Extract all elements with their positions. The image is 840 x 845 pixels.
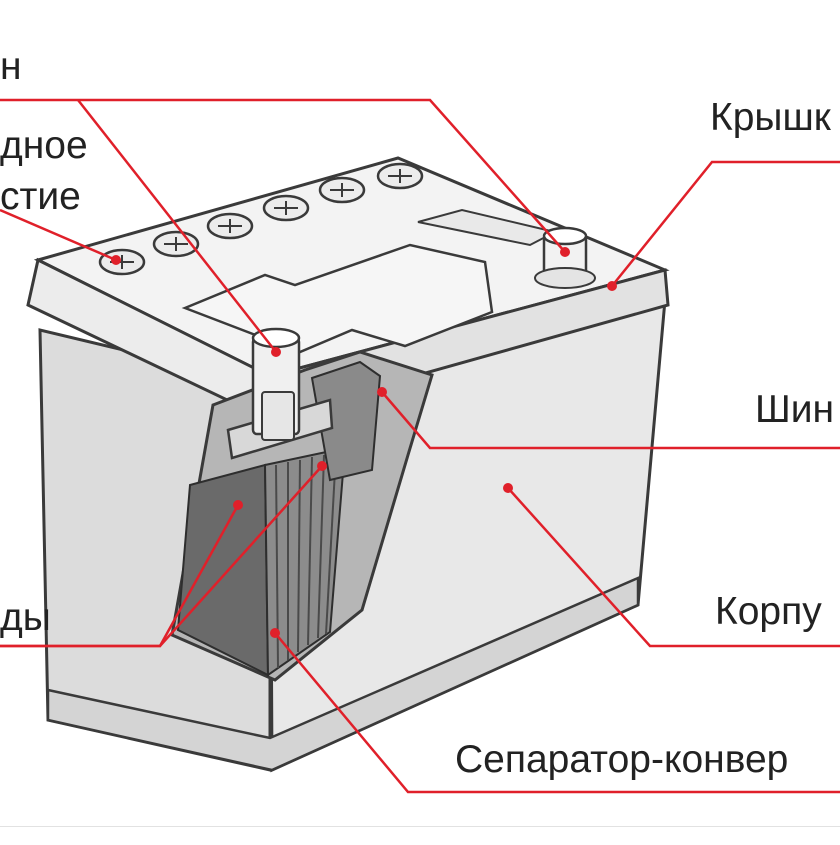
label-vent-line1: дное: [0, 124, 88, 167]
lid-center-cover: [181, 243, 494, 354]
label-bus: Шин: [755, 388, 835, 431]
leader-vent: [0, 208, 117, 262]
leader-lid: [611, 160, 840, 287]
battery-terminal-icon: [534, 226, 596, 289]
label-lid: Крышк: [710, 96, 831, 139]
leader-case: [507, 487, 840, 648]
leader-dots: [111, 247, 617, 638]
leader-bus: [381, 391, 840, 450]
leader-terminal: [0, 98, 566, 253]
leader-lines: [0, 98, 840, 794]
leader-terminal-left: [77, 99, 277, 353]
label-separator: Сепаратор-конвер: [455, 738, 789, 781]
cell-plates-upper: [310, 360, 382, 482]
battery-terminal-icon: [251, 327, 301, 441]
case-bottom-rim: [46, 576, 640, 772]
footer-divider: [0, 826, 840, 827]
leader-separator: [274, 632, 840, 794]
label-electrodes: ды: [0, 596, 51, 639]
plate-pack-right: [263, 446, 347, 677]
label-case: Корпу: [715, 590, 822, 633]
label-top-left: н: [0, 45, 22, 88]
leader-electrode-b: [0, 465, 323, 648]
label-vent-line2: стие: [0, 175, 81, 218]
